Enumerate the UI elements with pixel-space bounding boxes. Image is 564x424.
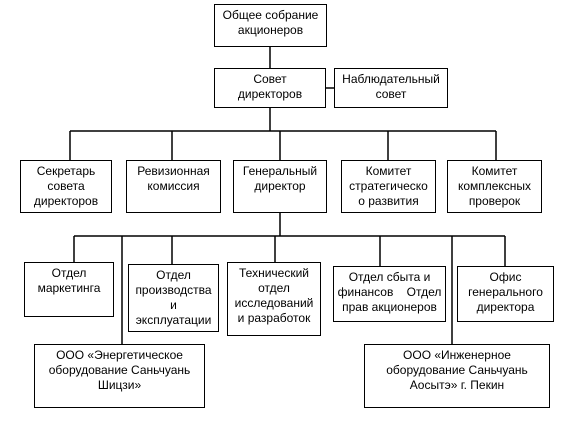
- gd-office-box: Офис генерального директора: [457, 266, 554, 322]
- engineering-equipment-llc-line: оборудование Саньчуань: [386, 363, 528, 377]
- production-dept-line: и: [170, 298, 177, 312]
- supervisory-board-line: совет: [375, 87, 407, 101]
- energy-equipment-llc-box: ООО «Энергетическое оборудование Саньчуа…: [34, 344, 205, 408]
- board-of-directors-box: Совет директоров: [214, 68, 326, 108]
- inspection-committee-line: проверок: [468, 194, 521, 208]
- board-secretary-line: директоров: [33, 194, 99, 208]
- board-of-directors-line: директоров: [237, 87, 303, 101]
- production-dept-box: Отдел производства и эксплуатации: [128, 264, 219, 332]
- energy-equipment-llc-line: оборудование Саньчуань: [48, 363, 191, 377]
- audit-commission-box: Ревизионная комиссия: [126, 160, 221, 213]
- gd-office-line: директора: [476, 300, 535, 314]
- general-director-line: директор: [254, 179, 306, 193]
- production-dept-line: производства: [135, 283, 212, 297]
- supervisory-board-line: Наблюдательный: [342, 72, 440, 86]
- board-secretary-line: совета: [47, 179, 85, 193]
- marketing-dept-line: Отдел: [51, 266, 87, 280]
- audit-commission-line: Ревизионная: [137, 164, 210, 178]
- sales-finance-dept-line: финансов Отдел: [337, 285, 442, 299]
- inspection-committee-line: Комитет: [471, 164, 518, 178]
- strategy-committee-box: Комитет стратегическо о развития: [341, 160, 436, 213]
- supervisory-board-box: Наблюдательный совет: [334, 68, 448, 108]
- sales-finance-dept-box: Отдел сбыта и финансов Отдел прав акцион…: [333, 266, 446, 322]
- general-director-box: Генеральный директор: [233, 160, 327, 213]
- board-of-directors-line: Совет: [253, 72, 287, 86]
- gd-office-line: Офис: [489, 270, 522, 284]
- board-secretary-line: Секретарь: [36, 164, 96, 178]
- audit-commission-line: комиссия: [147, 179, 200, 193]
- rnd-dept-box: Технический отдел исследований и разрабо…: [227, 262, 321, 336]
- shareholders-meeting-line: акционеров: [237, 23, 304, 37]
- strategy-committee-line: о развития: [358, 194, 419, 208]
- rnd-dept-line: отдел: [258, 281, 290, 295]
- energy-equipment-llc-line: ООО «Энергетическое: [56, 348, 183, 362]
- production-dept-line: Отдел: [156, 268, 191, 282]
- engineering-equipment-llc-line: ООО «Инженерное: [403, 348, 511, 362]
- shareholders-meeting-line: Общее собрание: [222, 8, 319, 22]
- rnd-dept-line: исследований: [234, 296, 314, 310]
- strategy-committee-line: стратегическо: [349, 179, 428, 193]
- marketing-dept-line: маркетинга: [37, 281, 101, 295]
- rnd-dept-line: и разработок: [237, 311, 311, 325]
- strategy-committee-line: Комитет: [365, 164, 412, 178]
- engineering-equipment-llc-box: ООО «Инженерное оборудование Саньчуань А…: [364, 344, 550, 408]
- board-secretary-box: Секретарь совета директоров: [20, 160, 112, 213]
- sales-finance-dept-line: прав акционеров: [342, 300, 437, 314]
- production-dept-line: эксплуатации: [135, 313, 212, 327]
- energy-equipment-llc-line: Шицзи»: [97, 378, 142, 392]
- inspection-committee-box: Комитет комплексных проверок: [447, 160, 542, 213]
- marketing-dept-box: Отдел маркетинга: [24, 262, 114, 317]
- shareholders-meeting-box: Общее собрание акционеров: [214, 4, 327, 47]
- sales-finance-dept-line: Отдел сбыта и: [348, 270, 431, 284]
- engineering-equipment-llc-line: Аосытэ» г. Пекин: [409, 378, 505, 392]
- general-director-line: Генеральный: [242, 164, 318, 178]
- gd-office-line: генерального: [468, 285, 543, 299]
- rnd-dept-line: Технический: [239, 266, 309, 280]
- inspection-committee-line: комплексных: [457, 179, 532, 193]
